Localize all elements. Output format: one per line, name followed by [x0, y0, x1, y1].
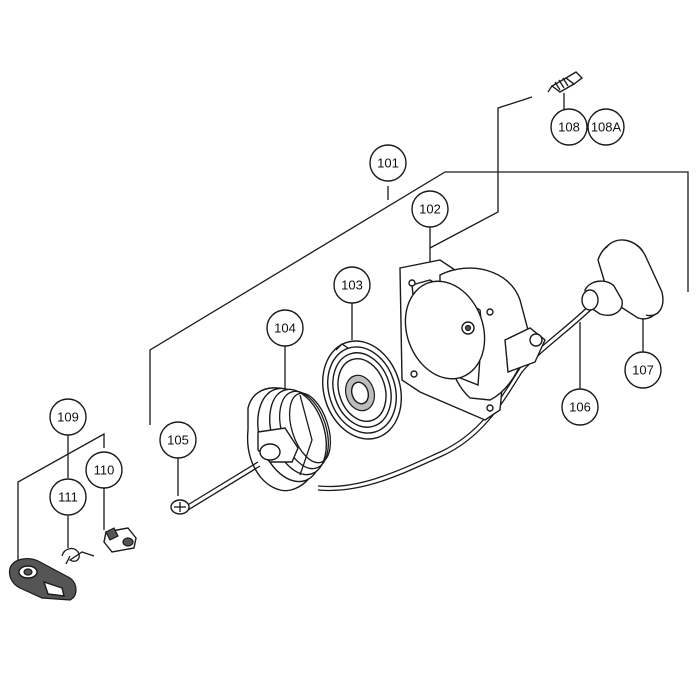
callout-102: 102: [411, 190, 449, 228]
callout-label: 103: [341, 278, 363, 293]
callout-label: 102: [419, 202, 441, 217]
bolt: [547, 71, 584, 93]
pawl-spring: [61, 547, 95, 565]
callout-101: 101: [369, 144, 407, 182]
callout-104: 104: [266, 309, 304, 347]
reel-pulley: [246, 387, 332, 492]
callout-label: 111: [58, 490, 78, 505]
callout-109: 109: [49, 398, 87, 436]
callout-103: 103: [333, 266, 371, 304]
callout-label: 108A: [591, 120, 622, 135]
starter-case: [399, 259, 546, 421]
callout-label: 110: [94, 463, 115, 478]
recoil-spring: [321, 340, 403, 440]
callout-label: 105: [167, 433, 189, 448]
callout-label: 108: [558, 120, 580, 135]
callout-label: 104: [274, 321, 296, 336]
callout-105: 105: [159, 421, 197, 459]
leader-lines: [17, 93, 689, 562]
pawl: [103, 527, 137, 553]
callout-111: 111: [49, 478, 87, 516]
callout-110: 110: [85, 451, 123, 489]
screw: [170, 461, 261, 515]
callout-label: 106: [569, 400, 591, 415]
starter-handle: [581, 239, 664, 320]
pawl-plate: [8, 558, 77, 601]
callout-107: 107: [624, 351, 662, 389]
callout-106: 106: [561, 388, 599, 426]
callout-label: 107: [632, 363, 654, 378]
callout-108a: 108A: [587, 108, 625, 146]
callout-108: 108: [550, 108, 588, 146]
callout-label: 109: [57, 410, 79, 425]
callout-label: 101: [377, 156, 399, 171]
